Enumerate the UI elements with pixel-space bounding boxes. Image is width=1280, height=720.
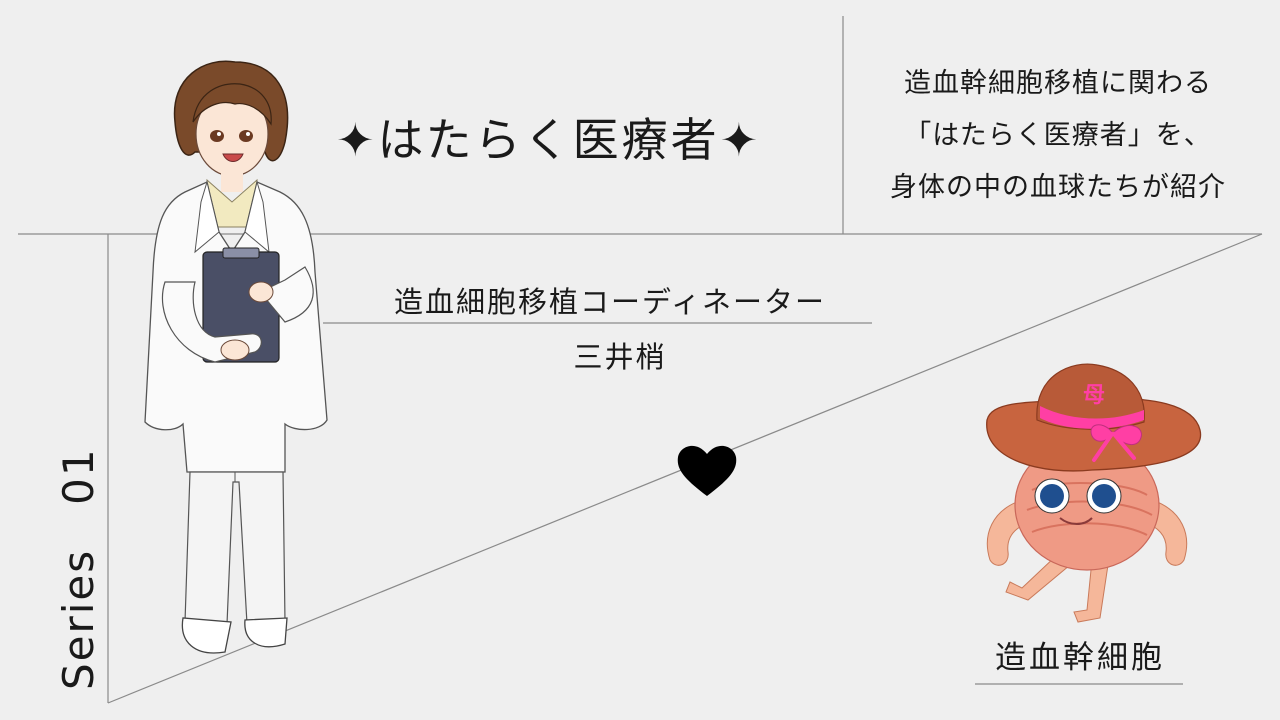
heart-icon bbox=[677, 445, 737, 496]
series-label: Series 01 bbox=[54, 447, 103, 690]
stem-cell-character: 母 bbox=[986, 363, 1202, 623]
intro-line-3: 身体の中の血球たちが紹介 bbox=[890, 172, 1226, 203]
intro-line-1: 造血幹細胞移植に関わる bbox=[904, 68, 1212, 99]
job-title: 造血細胞移植コーディネーター bbox=[394, 285, 826, 319]
cell-name: 造血幹細胞 bbox=[995, 640, 1165, 676]
intro-text: 造血幹細胞移植に関わる 「はたらく医療者」を、 身体の中の血球たちが紹介 bbox=[858, 58, 1258, 214]
intro-line-2: 「はたらく医療者」を、 bbox=[904, 120, 1212, 151]
person-name: 三井梢 bbox=[573, 340, 667, 374]
doctor-illustration bbox=[144, 60, 328, 654]
hat-mark: 母 bbox=[1083, 383, 1105, 408]
page-title: ✦はたらく医療者✦ bbox=[336, 113, 762, 167]
